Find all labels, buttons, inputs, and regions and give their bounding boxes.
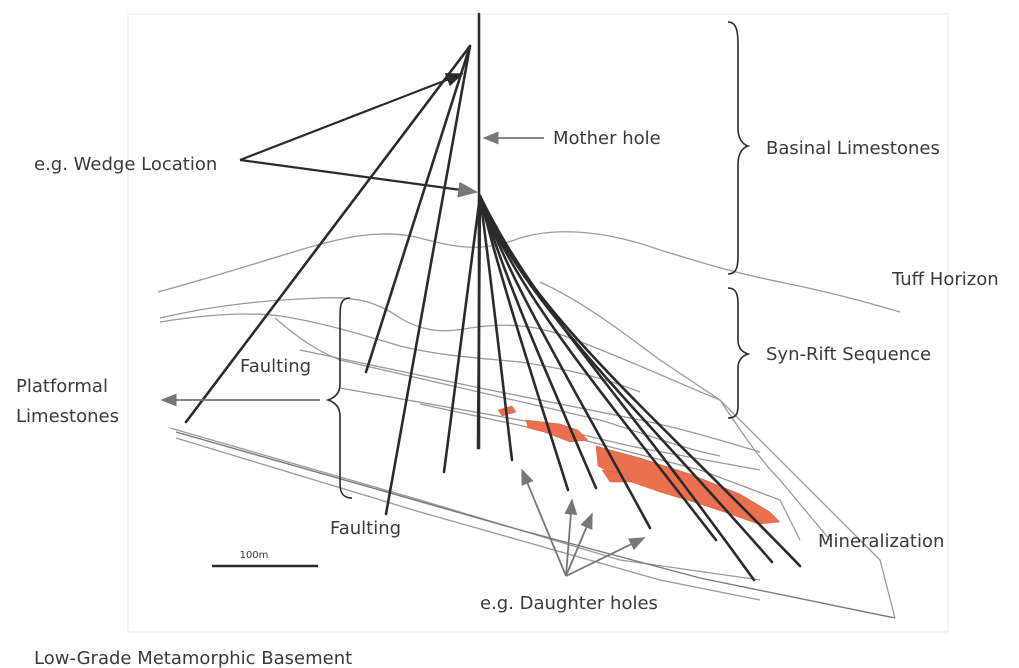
right-edge-line: [719, 399, 831, 541]
syn-rift-top-line: [159, 297, 721, 401]
limestones-label: Limestones: [16, 406, 119, 427]
mineralization-label: Mineralization: [818, 531, 944, 552]
faulting-lower-label: Faulting: [330, 518, 401, 539]
daughter-arrow-3: [565, 512, 593, 577]
faulting-brace: [325, 297, 353, 499]
syn-rift-sequence-brace: [727, 287, 751, 419]
daughter-holes-label: e.g. Daughter holes: [480, 593, 658, 614]
wedge-hole-middle: [364, 44, 472, 374]
wedge-hole-far-left: [184, 44, 472, 424]
lower-boundary-line: [175, 431, 896, 619]
basement-label: Low-Grade Metamorphic Basement: [34, 648, 352, 668]
wedge-hole-faulting: [384, 44, 472, 516]
daughter-arrow-1: [521, 468, 567, 577]
daughter-hole-10: [478, 194, 756, 582]
diagram-frame: [127, 13, 949, 633]
daughter-hole-5: [478, 194, 598, 490]
syn-rift-sequence-label: Syn-Rift Sequence: [766, 344, 931, 365]
daughter-hole-4: [478, 194, 570, 492]
basement-lower-line: [175, 437, 761, 601]
tuff-horizon-line: [157, 231, 901, 313]
daughter-arrow-4: [565, 537, 646, 577]
faulting-upper-label: Faulting: [240, 356, 311, 377]
platformal-label: Platformal: [16, 376, 108, 397]
basinal-limestones-brace: [727, 21, 751, 275]
daughter-arrow-2: [564, 498, 578, 577]
tuff-horizon-label: Tuff Horizon: [891, 269, 999, 290]
daughter-hole-3: [478, 194, 514, 462]
mineralization-body-3: [595, 445, 781, 525]
wedge-callout-arrow-lower: [239, 158, 478, 198]
daughter-hole-9: [478, 194, 802, 568]
platform-wedge-line-mid: [299, 349, 761, 453]
footwall-edge-line: [539, 281, 896, 619]
basinal-limestones-label: Basinal Limestones: [766, 138, 940, 159]
mineral-host-line: [419, 403, 801, 541]
scale-bar-label: 100m: [240, 550, 269, 561]
mother-hole-label: Mother hole: [553, 128, 661, 149]
daughter-hole-6: [478, 194, 652, 530]
wedge-location-label: e.g. Wedge Location: [34, 154, 217, 175]
daughter-hole-7: [478, 194, 718, 542]
daughter-hole-2: [476, 194, 482, 450]
mineralization-body-2: [525, 419, 589, 443]
daughter-hole-1: [442, 194, 482, 474]
wedge-callout-arrow-upper: [239, 72, 464, 162]
platform-wedge-line-upper: [274, 317, 721, 457]
syn-rift-inner-line: [159, 313, 641, 393]
